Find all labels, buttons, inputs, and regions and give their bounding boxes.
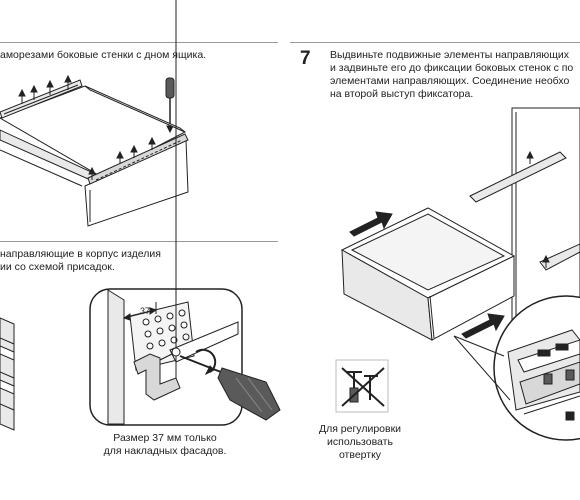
tool-caption-line1: Для регулировки (318, 423, 402, 435)
step-7-text-line1: Выдвиньте подвижные элементы направляющи… (330, 49, 570, 61)
step-a-text: аморезами боковые стенки с дном ящика. (0, 49, 207, 61)
insert-arrow-icon (349, 211, 393, 237)
cabinet-section-illustration (0, 317, 15, 431)
step-b-text-line1: направляющие в корпус изделия (0, 248, 161, 260)
step-7-number: 7 (300, 48, 311, 69)
detail-caption-line2: для накладных фасадов. (103, 445, 227, 457)
step-7-text-line3: элементами направляющих. Соединение необ… (330, 75, 570, 87)
rail-detail-illustration (89, 0, 281, 426)
tool-caption-line2: использовать (327, 436, 393, 448)
drawer-insertion-illustration (340, 107, 580, 441)
step-b-divider (0, 241, 278, 242)
step-a-divider (0, 42, 278, 43)
dimension-37-label: 37 (140, 306, 150, 316)
screw-arrows-right (88, 136, 156, 180)
detail-caption-line1: Размер 37 мм только (113, 432, 217, 444)
step-b-text-line2: ии со схемой присадок. (0, 261, 115, 273)
no-screwdriver-icon (335, 359, 389, 413)
tool-caption-line3: отвертку (338, 449, 382, 461)
step-7-text-line4: на второй выступ фиксатора. (330, 88, 474, 100)
step-7-text-line2: и задвиньте его до фиксации боковых стен… (330, 62, 574, 74)
drawer-assembly-illustration (0, 74, 189, 227)
screwdriver-icon (165, 77, 175, 134)
insert-arrow-icon-2 (461, 313, 505, 339)
screw-arrows-left (18, 74, 72, 104)
step-7-divider (290, 42, 580, 43)
